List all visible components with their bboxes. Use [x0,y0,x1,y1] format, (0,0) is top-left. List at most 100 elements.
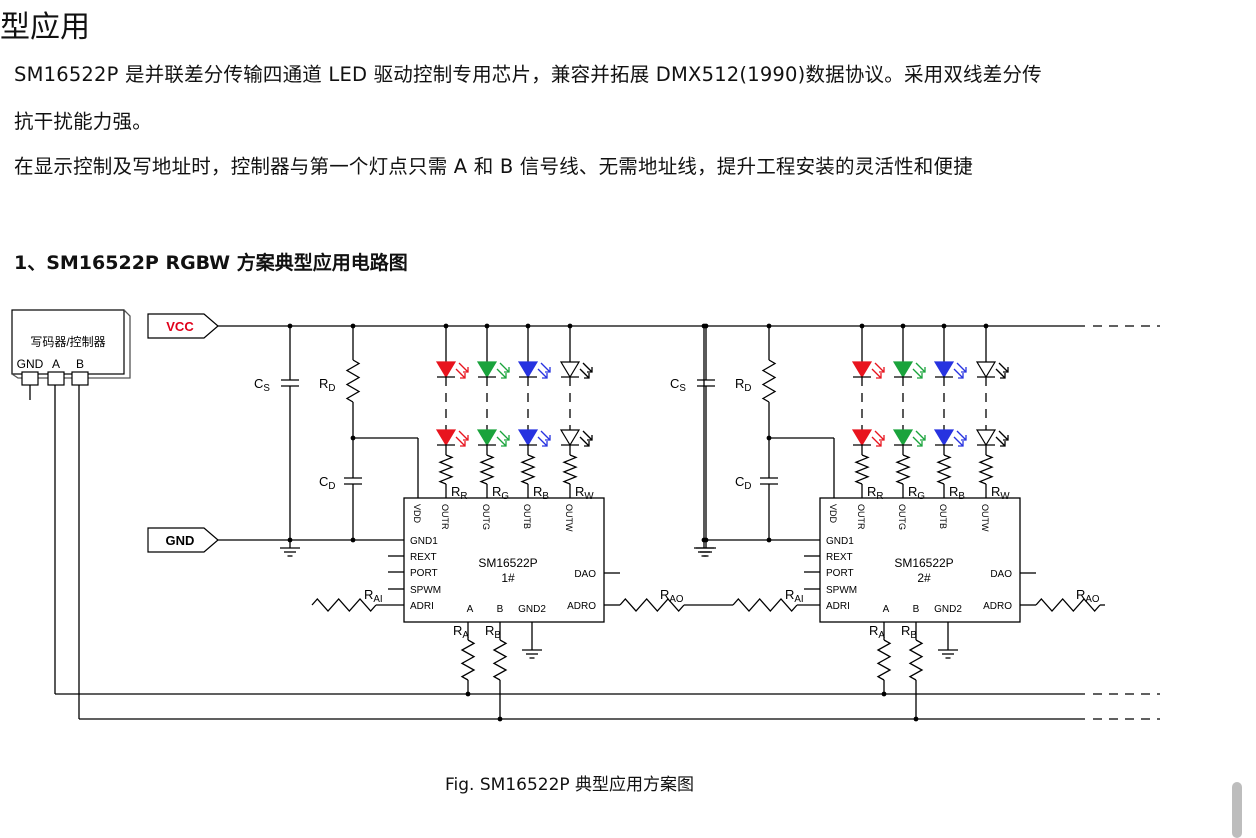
chip2-led-upper-2-ray [956,362,967,373]
chip2-pin-b: B [913,604,920,615]
junction-dot [701,323,707,329]
chip2-led-lower-1-ray [915,430,926,441]
chip2-led-lower-2-ray [953,436,964,447]
junction-dot [766,537,772,543]
chip2-pin-rext: REXT [826,552,853,563]
chip2-led-lower-2-ray [961,435,967,441]
chip2-led-lower-2-ray [958,441,964,447]
chip2-channel-resistor-label-3: RW [991,484,1010,502]
junction-dot [701,537,707,543]
chip2-rb-resistor [908,639,924,681]
chip2-led-lower-0-ray [874,430,885,441]
chip1-pin-adri: ADRI [410,601,434,612]
chip1-led-lower-3-ray [582,430,593,441]
chip1-rai-label: RAI [364,587,383,605]
controller-box-shadow [11,309,131,379]
chip1-pin-adro: ADRO [567,601,596,612]
chip2-led-lower-1-ray [920,435,926,441]
controller-terminal-0 [21,371,39,386]
chip1-led-upper-2-ray [542,373,548,379]
chip2-led-upper-1-ray [917,373,923,379]
chip2-rai-resistor [732,598,798,612]
chip2-ic-index: 2# [917,571,931,585]
chip2-rao-label: RAO [1076,587,1100,605]
chip2-rb-label: RB [901,623,917,641]
chip2-ra-label: RA [869,623,885,641]
chip1-led-upper-0-ray [455,368,466,379]
chip1-channel-resistor-label-1: RG [492,484,509,502]
chip2-pin-a: A [883,604,890,615]
chip2-rd-resistor [761,359,777,403]
chip1-pin-gnd2: GND2 [518,604,546,615]
chip1-pin-outr: OUTR [440,504,450,530]
chip2-led-lower-3-ray [1003,435,1009,441]
chip1-pin-outw: OUTW [564,504,574,532]
chip2-cd-label: CD [735,474,751,492]
chip1-pin-a: A [467,604,474,615]
chip1-ic-index: 1# [501,571,515,585]
chip1-rao-resistor [619,598,685,612]
chip2-led-upper-3-ray [1000,373,1006,379]
chip1-led-upper-3 [559,361,581,379]
controller-terminal-1 [47,371,65,386]
chip1-led-lower-0 [435,429,457,447]
chip1-led-lower-1-ray [496,436,507,447]
chip2-led-upper-0-ray [871,368,882,379]
chip2-led-upper-1-ray [912,368,923,379]
chip2-pin-outg: OUTG [897,504,907,530]
chip2-channel-resistor-label-0: RR [867,484,883,502]
chip1-led-lower-3 [559,429,581,447]
chip1-led-lower-2-ray [545,435,551,441]
chip2-channel-resistor-label-1: RG [908,484,925,502]
chip1-led-upper-2 [517,361,539,379]
chip1-led-upper-3-ray [582,362,593,373]
chip2-channel-resistor-0 [854,454,870,485]
chip2-led-upper-3-ray [995,368,1006,379]
chip1-led-lower-3-ray [587,435,593,441]
chip1-rd-label: RD [319,376,335,394]
chip1-pin-gnd1: GND1 [410,536,438,547]
figure-caption: Fig. SM16522P 典型应用方案图 [445,775,695,795]
chip1-channel-resistor-1 [479,454,495,485]
chip1-pin-rext: REXT [410,552,437,563]
chip2-led-upper-0-ray [874,362,885,373]
chip2-pin-adro: ADRO [983,601,1012,612]
chip2-led-lower-0-ray [871,436,882,447]
chip2-rd-label: RD [735,376,751,394]
chip2-pin-port: PORT [826,568,854,579]
chip1-led-lower-3-ray [579,436,590,447]
chip1-led-lower-0-ray [458,430,469,441]
chip2-pin-dao: DAO [990,569,1012,580]
chip1-rai-resistor [311,598,377,612]
chip2-pin-outw: OUTW [980,504,990,532]
chip2-led-upper-3-ray [998,362,1009,373]
chip2-rai-label: RAI [785,587,804,605]
chip2-led-lower-0 [851,429,873,447]
chip1-led-upper-1-ray [496,368,507,379]
chip1-pin-b: B [497,604,504,615]
chip2-led-upper-2-ray [953,368,964,379]
chip2-led-lower-3-ray [1000,441,1006,447]
vcc-input-arrow [147,313,219,339]
chip1-channel-resistor-0 [438,454,454,485]
chip1-led-upper-1 [476,361,498,379]
chip2-led-upper-2-ray [958,373,964,379]
chip1-pin-spwm: SPWM [410,585,441,596]
junction-dot [881,691,887,697]
chip1-led-upper-0-ray [458,362,469,373]
chip1-pin-dao: DAO [574,569,596,580]
chip2-led-upper-3 [975,361,997,379]
chip1-led-lower-0-ray [455,436,466,447]
chip1-ic-body [403,497,605,623]
chip1-led-lower-1-ray [499,430,510,441]
chip2-led-lower-1 [892,429,914,447]
chip2-led-lower-1-ray [912,436,923,447]
chip2-led-lower-0-ray [876,441,882,447]
vertical-scrollbar-thumb[interactable] [1232,782,1242,838]
chip1-rb-resistor [492,639,508,681]
intro-paragraph-3: 在显示控制及写地址时，控制器与第一个灯点只需 A 和 B 信号线、无需地址线，提… [14,155,973,178]
chip2-led-lower-3-ray [995,436,1006,447]
chip1-rb-label: RB [485,623,501,641]
controller-pin-b: B [76,357,84,371]
chip1-led-upper-0 [435,361,457,379]
